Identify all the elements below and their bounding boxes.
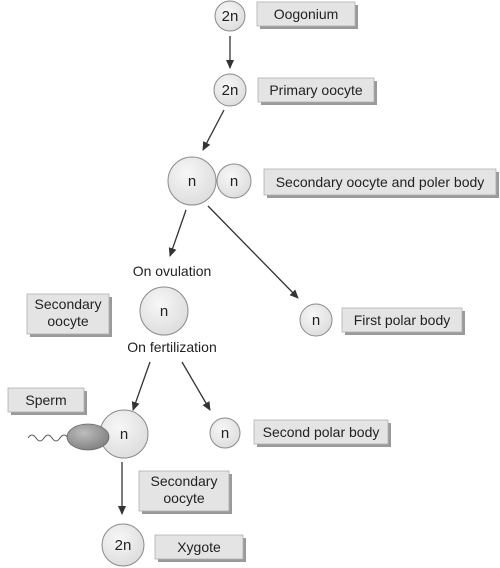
arrow-secondary-to-ovulation: [168, 209, 187, 257]
annotation-on-fertilization: On fertilization: [127, 339, 216, 355]
label-oogonium: Oogonium: [256, 1, 358, 29]
polar-body-ploidy: n: [230, 173, 238, 190]
first-polar-body-cell: [299, 303, 333, 337]
arrow-fertilization-to-second-polar: [181, 361, 211, 411]
second-polar-body-cell: [209, 417, 241, 449]
arrow-primary-to-secondary: [202, 109, 225, 151]
zygote-cell: [101, 523, 145, 567]
ovulated-oocyte-cell: [139, 286, 189, 336]
oogonium-cell: [214, 0, 246, 32]
arrow-fertilization-to-fused: [131, 361, 151, 411]
label-secondary-oocyte-1: Secondary oocyte: [26, 293, 112, 337]
label-secondary-and-polar-text: Secondary oocyte and poler body: [276, 174, 485, 190]
label-secondary-oocyte-2-line2: oocyte: [163, 490, 204, 506]
annotation-on-ovulation: On ovulation: [133, 263, 212, 279]
primary-oocyte-cell: [213, 73, 247, 107]
primary-oocyte-ploidy: 2n: [222, 82, 239, 99]
label-zygote: Xygote: [154, 534, 246, 562]
sperm-tail: [27, 434, 69, 442]
label-secondary-oocyte-2-line1: Secondary: [151, 473, 218, 489]
label-second-polar-body: Second polar body: [253, 419, 391, 447]
label-sperm-text: Sperm: [25, 392, 66, 408]
secondary-oocyte-cell: [167, 156, 217, 206]
first-polar-body-ploidy: n: [312, 312, 320, 329]
label-primary-oocyte-text: Primary oocyte: [269, 82, 363, 98]
label-second-polar-body-text: Second polar body: [263, 424, 380, 440]
polar-body-cell: [216, 163, 252, 199]
zygote-ploidy: 2n: [115, 537, 132, 554]
label-first-polar-body-text: First polar body: [354, 312, 450, 328]
secondary-oocyte-ploidy: n: [188, 173, 196, 190]
label-sperm: Sperm: [7, 387, 87, 415]
fertilized-oocyte-ploidy: n: [120, 426, 128, 443]
label-secondary-and-polar: Secondary oocyte and poler body: [263, 168, 499, 198]
label-first-polar-body: First polar body: [341, 307, 465, 335]
oogonium-ploidy: 2n: [222, 8, 239, 25]
label-oogonium-text: Oogonium: [274, 6, 339, 22]
label-secondary-oocyte-1-line1: Secondary: [35, 296, 102, 312]
label-zygote-text: Xygote: [177, 539, 221, 555]
sperm-head: [66, 423, 110, 451]
label-primary-oocyte: Primary oocyte: [257, 77, 377, 105]
label-secondary-oocyte-2: Secondary oocyte: [138, 470, 232, 514]
arrow-secondary-to-first-polar: [207, 205, 299, 299]
label-secondary-oocyte-1-line2: oocyte: [47, 313, 88, 329]
second-polar-body-ploidy: n: [221, 425, 229, 442]
ovulated-oocyte-ploidy: n: [160, 303, 168, 320]
